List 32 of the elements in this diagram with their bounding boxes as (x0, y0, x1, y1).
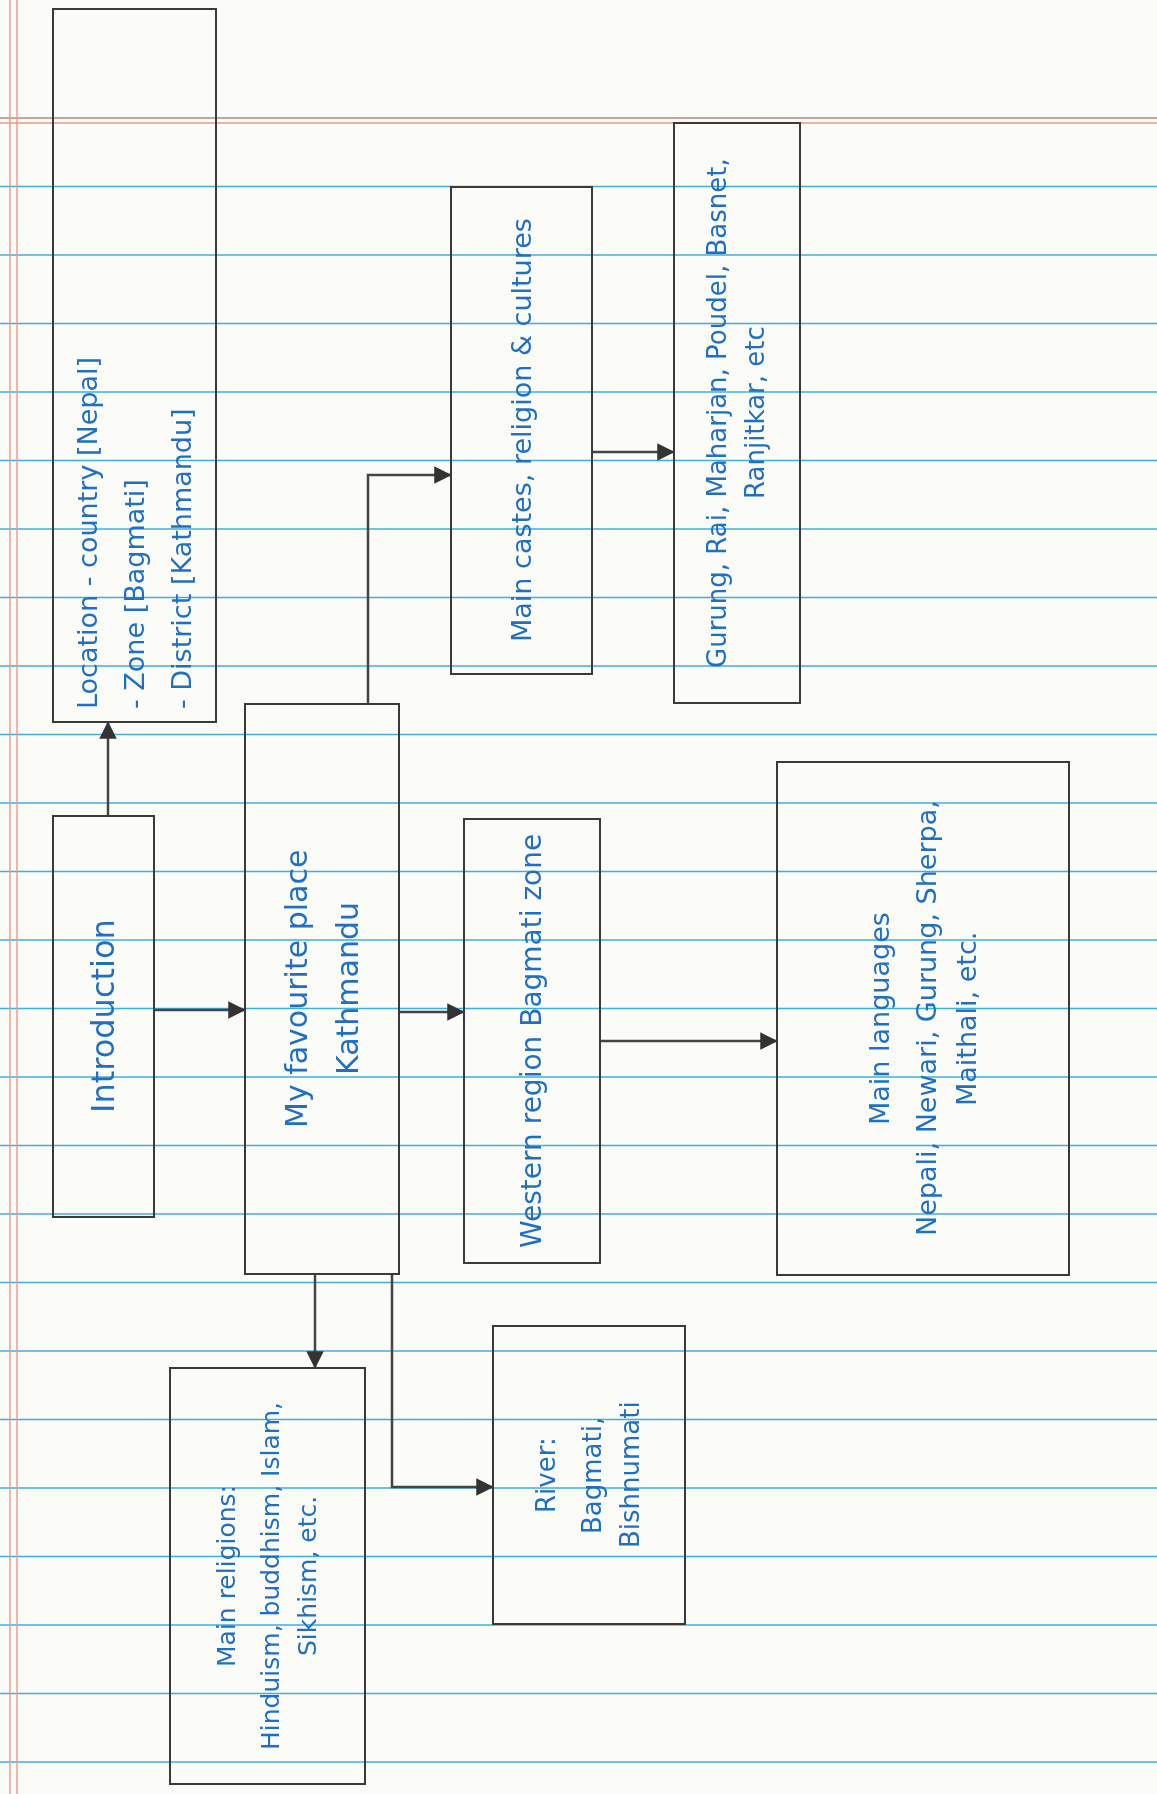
arrow (306, 1275, 324, 1369)
topic-box (776, 761, 1070, 1276)
box-text: Hinduism, buddhism, Islam, Sikhism, etc. (255, 1401, 323, 1752)
box-text: Western region Bagmati zone (513, 833, 549, 1249)
box-text: Kathmandu (329, 902, 366, 1076)
topic-box (244, 703, 400, 1275)
topic-box (463, 818, 601, 1264)
box-text: Main castes, religion & cultures (504, 218, 538, 643)
box-text: - Zone [Bagmati] (117, 479, 151, 709)
arrow (400, 1003, 465, 1021)
arrow (601, 1032, 778, 1050)
box-text: Introduction (83, 919, 124, 1114)
box-heading: Main religions: (211, 1485, 243, 1667)
box-text: Bagmati, Bishnumati (576, 1400, 646, 1551)
arrow (593, 443, 675, 461)
box-heading: River: (530, 1437, 563, 1513)
topic-box (673, 122, 801, 704)
introduction-box (52, 815, 155, 1218)
location-box (52, 8, 217, 723)
arrow (390, 1275, 494, 1496)
topic-box (169, 1367, 366, 1785)
box-heading: Main languages (863, 912, 897, 1125)
box-text: Nepali, Newari, Gurung, Sherpa, Maithali, etc. (910, 799, 983, 1239)
arrow (99, 721, 117, 815)
topic-box (492, 1325, 686, 1625)
topic-box (450, 186, 593, 675)
arrow (366, 466, 452, 703)
arrow (155, 1001, 246, 1019)
box-text: Gurung, Rai, Maharjan, Poudel, Basnet, Ranjitkar, etc (701, 157, 771, 670)
box-text: - District [Kathmandu] (165, 408, 199, 709)
box-heading: My favourite place (277, 849, 315, 1129)
box-heading: Location - country [Nepal] (70, 357, 104, 709)
